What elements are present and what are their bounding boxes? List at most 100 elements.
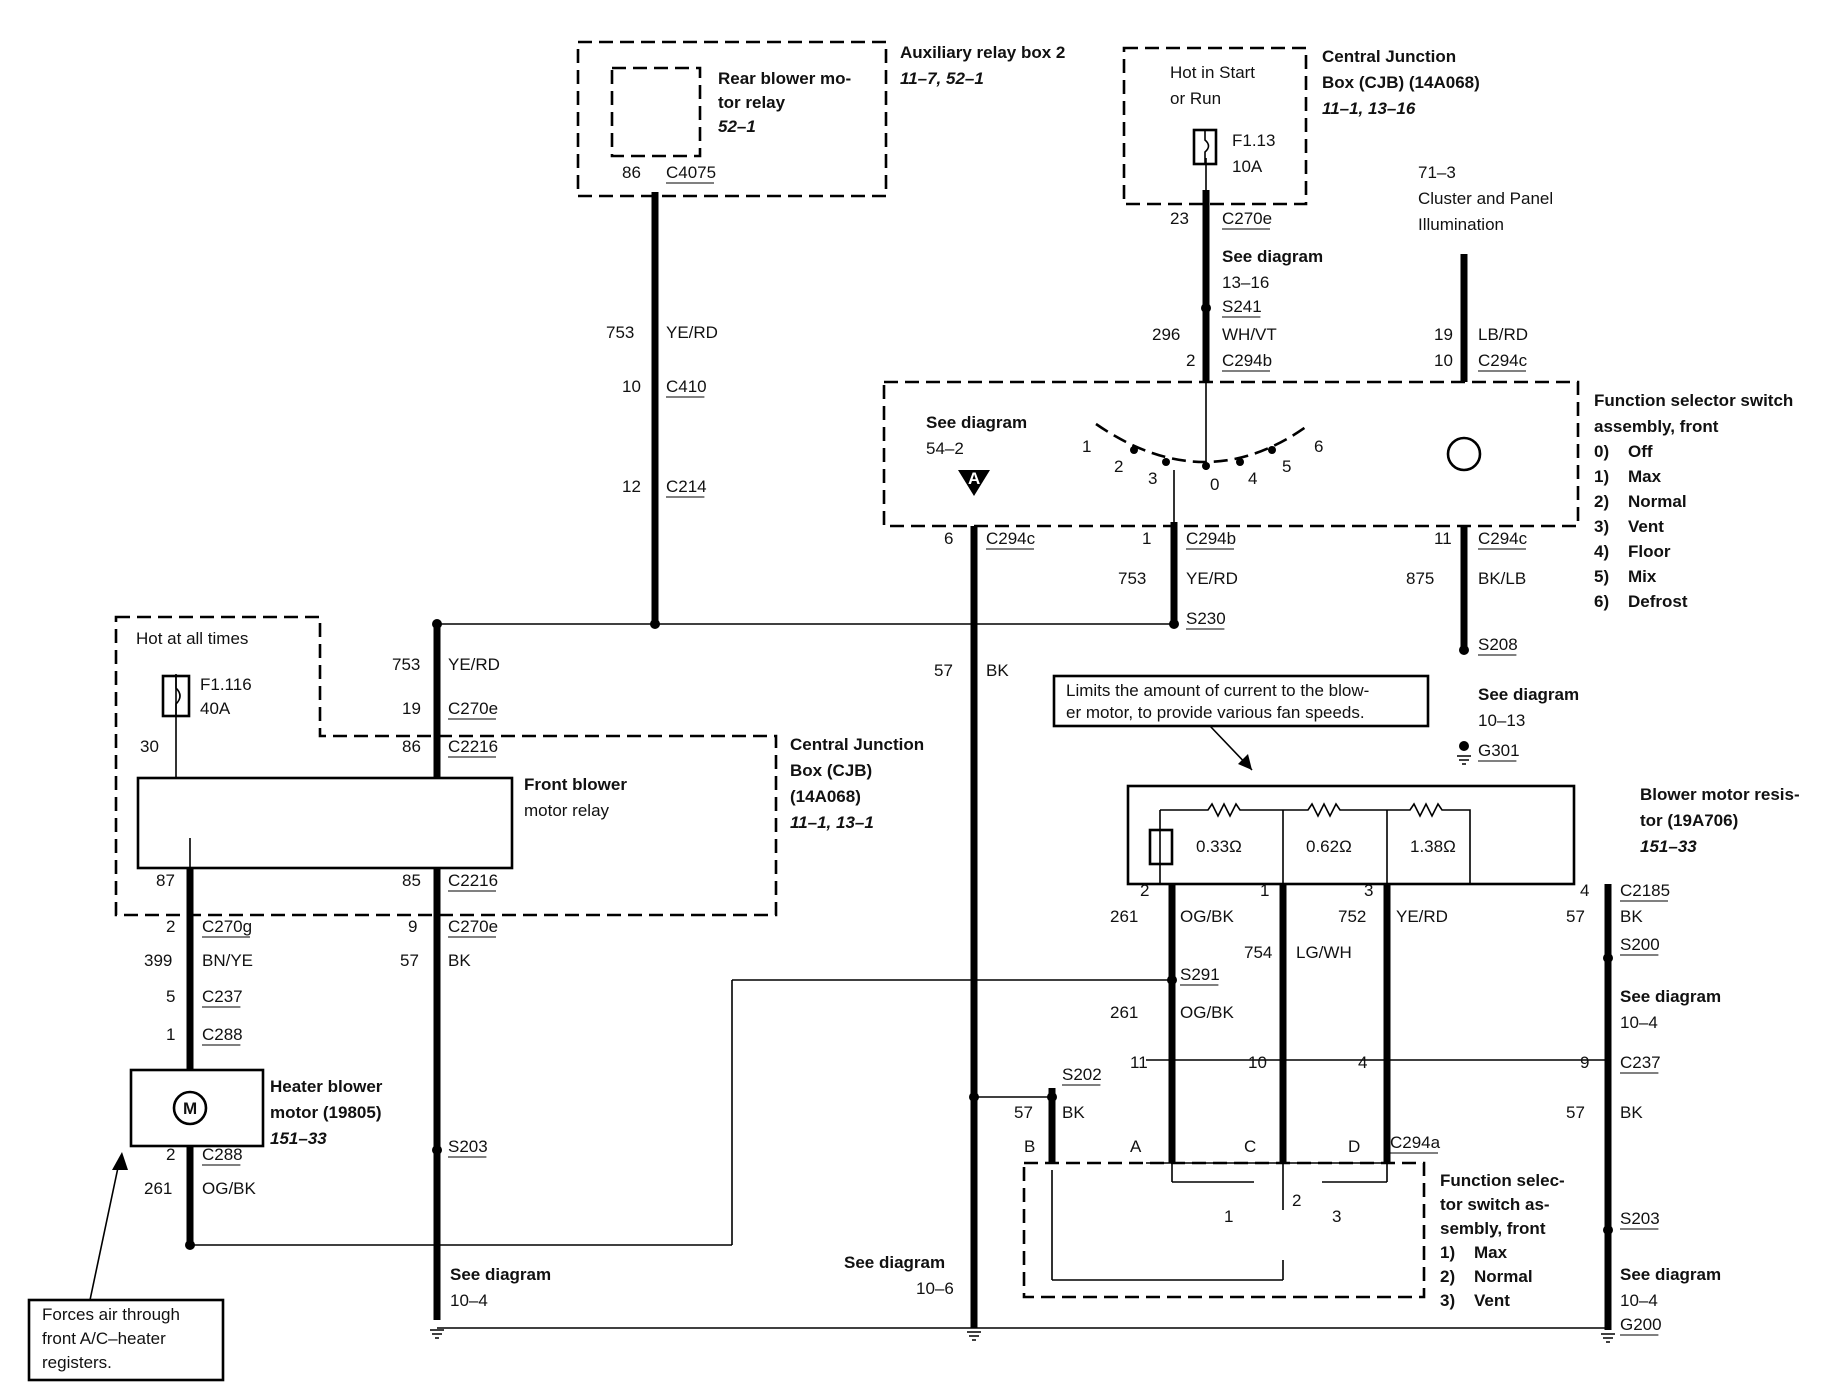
forces-note-box xyxy=(27,1298,225,1382)
see-diagram-10-4-bottom: See diagram xyxy=(1620,1265,1721,1284)
circuit-pin: 57 xyxy=(1014,1103,1033,1122)
circuit-pin: 4 xyxy=(1580,881,1589,900)
cjb2-label-3: (14A068) xyxy=(790,787,861,806)
connector-label: C4075 xyxy=(666,163,716,182)
rear-blower-relay-outline xyxy=(610,66,702,158)
circuit-pin: 4 xyxy=(1358,1053,1367,1072)
circuit-pin: 3 xyxy=(1364,881,1373,900)
connector-label: C237 xyxy=(202,987,243,1006)
ref-10-4-bottom: 10–4 xyxy=(1620,1291,1658,1310)
forces-note-2: front A/C–heater xyxy=(42,1329,166,1348)
circuit-pin: 10 xyxy=(1248,1053,1267,1072)
circuit-pin: 11 xyxy=(1434,529,1452,548)
connector-pin-c: C xyxy=(1244,1137,1256,1156)
circuit-pin: 1 xyxy=(1142,529,1151,548)
circuit-pin: 9 xyxy=(1580,1053,1589,1072)
cjb-title-1: Central Junction xyxy=(1322,47,1456,66)
circuit-pin: 2 xyxy=(166,1145,175,1164)
svg-text:3): 3) xyxy=(1440,1291,1455,1310)
resistor-value-1: 0.33Ω xyxy=(1196,837,1242,856)
svg-text:1): 1) xyxy=(1440,1243,1455,1262)
fuse-resistor-icon xyxy=(1148,828,1174,866)
cjb-top-outline xyxy=(1122,46,1308,206)
svg-text:Mix: Mix xyxy=(1628,567,1657,586)
circuit-pin: 1 xyxy=(1260,881,1269,900)
ref-13-16: 13–16 xyxy=(1222,273,1269,292)
resistor-value-3: 1.38Ω xyxy=(1410,837,1456,856)
forces-arrow xyxy=(89,1157,121,1301)
svg-text:0: 0 xyxy=(1210,475,1219,494)
splice-label: G301 xyxy=(1478,741,1520,760)
connector-pin-a: A xyxy=(1130,1137,1142,1156)
connector-label: C294c xyxy=(986,529,1036,548)
svg-text:2: 2 xyxy=(1292,1191,1301,1210)
circuit-pin: 261 xyxy=(144,1179,172,1198)
circuit-pin: 19 xyxy=(402,699,421,718)
svg-text:0): 0) xyxy=(1594,442,1609,461)
svg-text:1: 1 xyxy=(1082,437,1091,456)
fss-title-1: Function selector switch xyxy=(1594,391,1793,410)
circuit-pin: 86 xyxy=(622,163,641,182)
svg-text:4): 4) xyxy=(1594,542,1609,561)
rear-relay-label-1: Rear blower mo- xyxy=(718,69,851,88)
see-diagram-10-4-left: See diagram xyxy=(450,1265,551,1284)
splice-label: S291 xyxy=(1180,965,1220,984)
heater-label-1: Heater blower xyxy=(270,1077,383,1096)
front-relay-label-1: Front blower xyxy=(524,775,627,794)
wire-color-label: YE/RD xyxy=(1186,569,1238,588)
wire-color-label: BK xyxy=(1620,1103,1643,1122)
resistor-label-2: tor (19A706) xyxy=(1640,811,1738,830)
svg-text:Normal: Normal xyxy=(1628,492,1687,511)
wire-color-label: OG/BK xyxy=(1180,1003,1235,1022)
motor-symbol: M xyxy=(183,1099,197,1118)
fss2-label-2: tor switch as- xyxy=(1440,1195,1550,1214)
circuit-pin: 753 xyxy=(606,323,634,342)
wire-color-label: BN/YE xyxy=(202,951,253,970)
cluster-ref: 71–3 xyxy=(1418,163,1456,182)
svg-text:2: 2 xyxy=(1114,457,1123,476)
connector-label: C237 xyxy=(1620,1053,1661,1072)
wire-color-label: BK xyxy=(1620,907,1643,926)
circuit-pin: 399 xyxy=(144,951,172,970)
circuit-pin: 23 xyxy=(1170,209,1189,228)
wire-color-label: YE/RD xyxy=(1396,907,1448,926)
circuit-pin: 11 xyxy=(1130,1053,1148,1072)
circuit-pin: 19 xyxy=(1434,325,1453,344)
svg-text:5): 5) xyxy=(1594,567,1609,586)
connector-label: C2185 xyxy=(1620,881,1670,900)
splice-label: S203 xyxy=(1620,1209,1660,1228)
resistor-label-1: Blower motor resis- xyxy=(1640,785,1800,804)
wire-color-label: YE/RD xyxy=(448,655,500,674)
cjb2-ref: 11–1, 13–1 xyxy=(790,813,874,832)
connector-a-triangle-icon xyxy=(958,470,990,496)
ref-10-4-right: 10–4 xyxy=(1620,1013,1658,1032)
circuit-pin: 10 xyxy=(1434,351,1453,370)
wire-color-label: OG/BK xyxy=(1180,907,1235,926)
splice-label: S200 xyxy=(1620,935,1660,954)
rear-relay-ref: 52–1 xyxy=(718,117,756,136)
circuit-pin: 261 xyxy=(1110,907,1138,926)
connector-label: C294c xyxy=(1478,529,1528,548)
aux-relay-box-outline xyxy=(576,40,888,198)
function-selector-switch-2-outline xyxy=(1022,1161,1426,1299)
wire-color-label: LB/RD xyxy=(1478,325,1528,344)
svg-text:2): 2) xyxy=(1440,1267,1455,1286)
limits-note-box xyxy=(1052,674,1430,728)
circuit-pin: 261 xyxy=(1110,1003,1138,1022)
circuit-pin: 9 xyxy=(408,917,417,936)
fuse-f1116-label: F1.116 xyxy=(200,675,252,694)
circuit-pin: 2 xyxy=(166,917,175,936)
splice-label: S202 xyxy=(1062,1065,1102,1084)
hot-all-times-label: Hot at all times xyxy=(136,629,248,648)
svg-text:Vent: Vent xyxy=(1474,1291,1510,1310)
circuit-pin: 10 xyxy=(622,377,641,396)
svg-text:Max: Max xyxy=(1474,1243,1508,1262)
circuit-pin: 57 xyxy=(1566,1103,1585,1122)
connector-label: C270e xyxy=(448,699,498,718)
connector-label: C294b xyxy=(1186,529,1236,548)
see-diagram-10-4-right: See diagram xyxy=(1620,987,1721,1006)
connector-label: C288 xyxy=(202,1145,243,1164)
switch-arc xyxy=(1095,422,1311,464)
forces-note-3: registers. xyxy=(42,1353,112,1372)
